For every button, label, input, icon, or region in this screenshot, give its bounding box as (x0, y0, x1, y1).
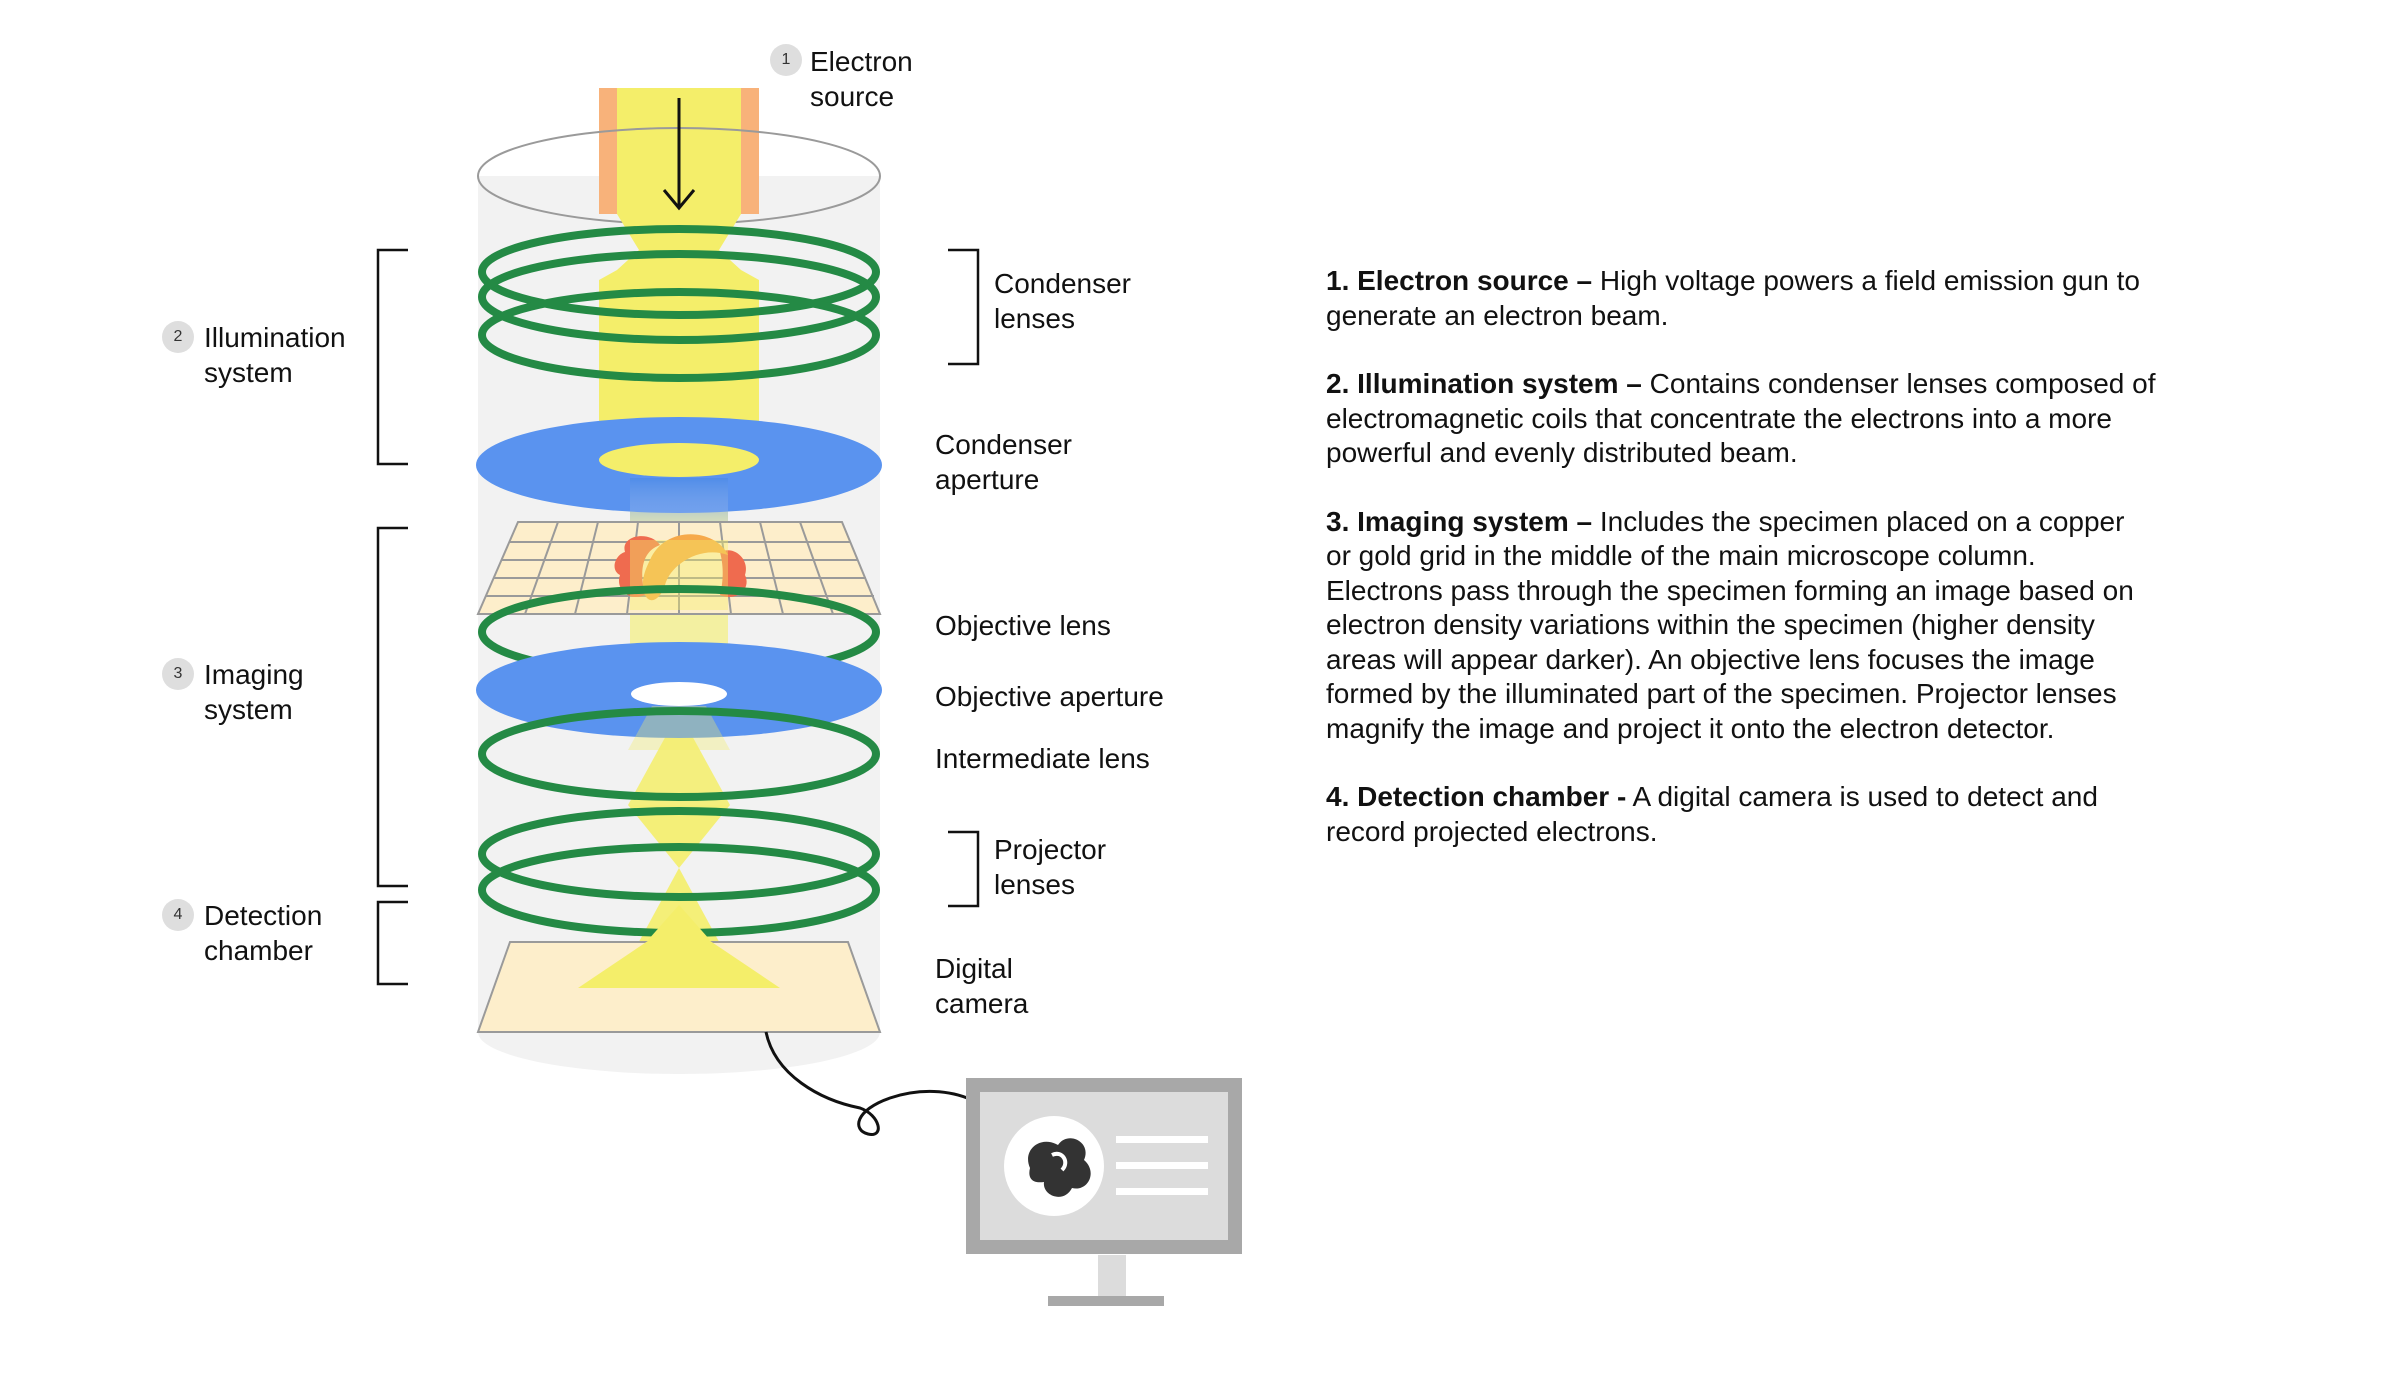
camera-cable (764, 1031, 973, 1136)
condenser-aperture-label: Condenser aperture (935, 429, 1072, 495)
illumination-system-bracket (376, 248, 408, 466)
description-body: Contains condenser lenses composed of el… (1326, 368, 2156, 468)
condenser-lenses-bracket (948, 248, 980, 366)
specimen (614, 534, 747, 601)
description-illumination-system: 2. Illumination system – Contains conden… (1326, 367, 2156, 471)
description-text: 1. Electron source – High voltage powers… (1326, 264, 2156, 883)
detection-chamber-label: Detection chamber (204, 900, 323, 966)
description-body: Includes the specimen placed on a copper… (1326, 505, 2134, 744)
projector-ring-1 (478, 807, 880, 901)
intermediate-lens (478, 707, 880, 801)
description-title: 2. Illumination system – (1326, 368, 1642, 399)
description-body: A digital camera is used to detect and r… (1326, 781, 2098, 847)
objective-lens-label: Objective lens (935, 610, 1111, 641)
imaging-system-label: Imaging system (204, 659, 304, 725)
imaging-system-badge: 3 (162, 658, 194, 690)
projector-lenses-bracket (948, 830, 980, 908)
imaging-system-bracket (376, 526, 408, 888)
description-detection-chamber: 4. Detection chamber - A digital camera … (1326, 780, 2156, 849)
detection-chamber-bracket (376, 900, 408, 986)
objective-aperture-label: Objective aperture (935, 681, 1164, 712)
projector-lenses-label: Projector lenses (994, 834, 1107, 900)
description-body: High voltage powers a field emission gun… (1326, 265, 2140, 331)
description-title: 4. Detection chamber - (1326, 781, 1627, 812)
condenser-lenses (478, 225, 880, 382)
monitor (966, 1078, 1242, 1306)
electron-source-badge: 1 (770, 44, 802, 76)
digital-camera-label: Digital camera (935, 953, 1029, 1019)
condenser-ring-2 (478, 250, 880, 344)
description-title: 3. Imaging system – (1326, 505, 1593, 537)
description-electron-source: 1. Electron source – High voltage powers… (1326, 264, 2156, 333)
illumination-system-label: Illumination system (204, 322, 346, 388)
digital-camera-plate (476, 905, 882, 1033)
condenser-lenses-label: Condenser lenses (994, 268, 1131, 334)
beam-direction-arrow (662, 98, 696, 211)
description-imaging-system: 3. Imaging system – Includes the specime… (1326, 505, 2156, 747)
detection-chamber-badge: 4 (162, 899, 194, 931)
intermediate-lens-label: Intermediate lens (935, 743, 1150, 774)
illumination-system-badge: 2 (162, 321, 194, 353)
condenser-ring-1 (478, 225, 880, 319)
condenser-ring-3 (478, 288, 880, 382)
description-title: 1. Electron source – (1326, 265, 1593, 296)
specimen-beam (630, 540, 728, 610)
condenser-aperture (476, 417, 882, 513)
electron-source-label: Electron source (810, 46, 913, 112)
